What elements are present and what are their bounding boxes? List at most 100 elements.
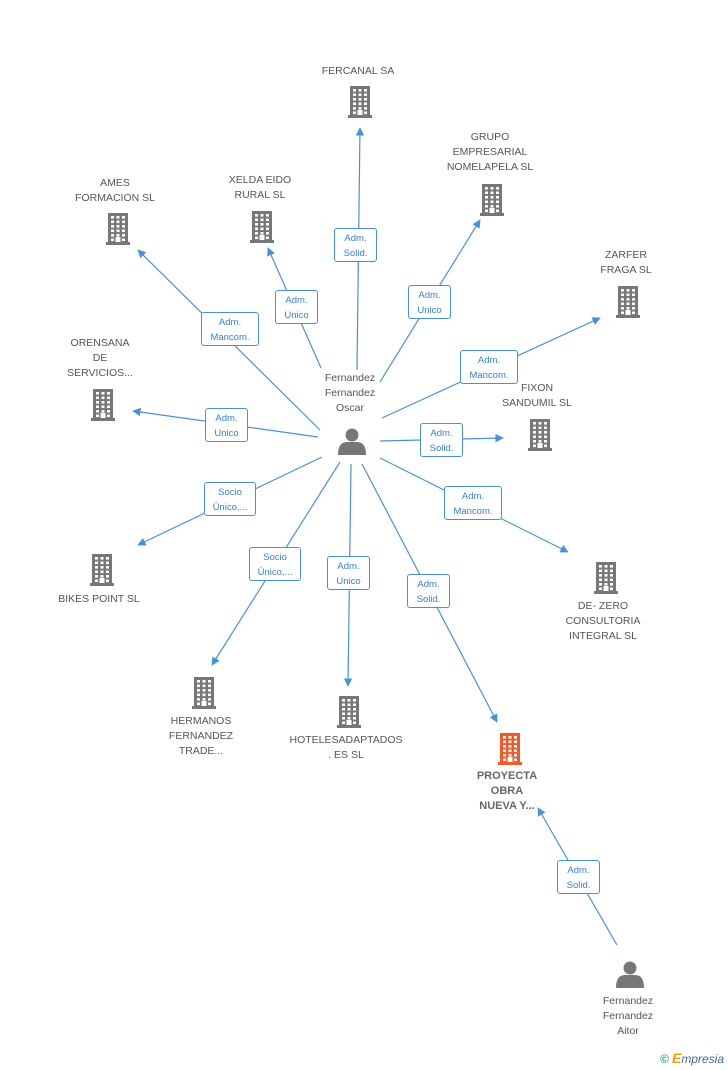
node-label-line: . ES SL (328, 749, 364, 761)
node-label-line: DE- ZERO (577, 600, 629, 612)
edge-label-line: Socio (218, 487, 242, 498)
edge-label-line: Único,... (257, 567, 293, 578)
edge-label-line: Adm. (430, 428, 453, 439)
edge-label-line: Unico (214, 428, 239, 439)
node-label-line: EMPRESARIAL (452, 146, 528, 158)
node-label-line: NOMELAPELA SL (446, 161, 534, 173)
node-label-line: DE (92, 352, 108, 364)
edge-label-oscar-zarfer[interactable]: Adm. Mancom. (460, 350, 518, 384)
edge-label-line: Solid. (566, 880, 591, 891)
node-label-line: FERCANAL SA (321, 65, 395, 77)
node-label-line: SANDUMIL SL (502, 397, 572, 409)
edge-label-oscar-orensana[interactable]: Adm.Unico (205, 408, 248, 442)
node-label-hermanos[interactable]: HERMANOS FERNANDEZ TRADE... (136, 714, 266, 759)
company-icon[interactable] (594, 562, 618, 594)
node-label-line: FRAGA SL (600, 264, 652, 276)
company-icon[interactable] (348, 86, 372, 118)
company-icon[interactable] (528, 419, 552, 451)
node-label-line: Oscar (335, 402, 364, 414)
node-label-line: CONSULTORIA (565, 615, 641, 627)
edge-label-oscar-fercanal[interactable]: Adm. Solid. (334, 228, 377, 262)
node-label-line: FERNANDEZ (168, 730, 234, 742)
copyright-symbol: © (660, 1052, 669, 1066)
node-label-line: INTEGRAL SL (569, 630, 637, 642)
node-label-line: HERMANOS (170, 715, 232, 727)
edge-label-line: Adm. (344, 233, 367, 244)
edge-label-line: Adm. (218, 317, 242, 328)
node-label-line: AMES (100, 177, 130, 189)
edge-label-aitor-proyecta[interactable]: Adm. Solid. (557, 860, 600, 894)
company-icon[interactable] (91, 389, 115, 421)
node-label-line: OBRA (490, 785, 524, 797)
empresia-watermark: ©Empresia (660, 1050, 724, 1066)
highlighted-company-icon[interactable] (498, 733, 522, 765)
node-label-proyecta[interactable]: PROYECTA OBRA NUEVA Y... (442, 769, 572, 814)
node-label-zarfer[interactable]: ZARFER FRAGA SL (561, 248, 691, 278)
edge-label-line: Unico (284, 310, 309, 321)
edge-label-line: Socio (263, 552, 287, 563)
edge-label-oscar-dezero[interactable]: Adm. Mancom. (444, 486, 502, 520)
edge-label-oscar-xelda[interactable]: Adm. Unico (275, 290, 318, 324)
node-label-fixon[interactable]: FIXON SANDUMIL SL (472, 381, 602, 411)
edge-label-line: Unico (417, 305, 442, 316)
node-label-line: HOTELESADAPTADOS (289, 734, 403, 746)
node-label-line: BIKES POINT SL (58, 593, 140, 605)
node-label-bikes[interactable]: BIKES POINT SL (34, 592, 164, 607)
node-label-line: FIXON (520, 382, 554, 394)
node-label-xelda[interactable]: XELDA EIDO RURAL SL (195, 173, 325, 203)
edge-label-oscar-fixon[interactable]: Adm. Solid. (420, 423, 463, 457)
node-label-line: Aitor (617, 1025, 639, 1037)
node-label-hoteles[interactable]: HOTELESADAPTADOS . ES SL (281, 733, 411, 763)
company-icon[interactable] (192, 677, 216, 709)
node-label-dezero[interactable]: DE- ZERO CONSULTORIA INTEGRAL SL (538, 599, 668, 644)
node-label-line: GRUPO (470, 131, 510, 143)
node-label-line: XELDA EIDO (228, 174, 292, 186)
edge-label-line: Mancom. (453, 506, 493, 517)
brand-e: E (671, 1050, 682, 1066)
edge-label-oscar-proyecta[interactable]: Adm. Solid. (407, 574, 450, 608)
edge-label-line: Solid. (429, 443, 454, 454)
edge-label-line: Mancom. (469, 370, 509, 381)
person-icon[interactable] (338, 428, 366, 456)
node-label-fercanal[interactable]: FERCANAL SA (293, 64, 423, 79)
company-icon[interactable] (250, 211, 274, 243)
node-label-line: ORENSANA (70, 337, 130, 349)
node-label-line: NUEVA Y... (479, 800, 535, 812)
edge-label-line: Mancom. (210, 332, 250, 343)
node-label-line: Fernandez (324, 387, 376, 399)
company-icon[interactable] (480, 184, 504, 216)
node-label-line: PROYECTA (476, 770, 538, 782)
node-label-line: TRADE... (178, 745, 224, 757)
edge-label-oscar-grupo[interactable]: Adm. Unico (408, 285, 451, 319)
company-icon[interactable] (106, 213, 130, 245)
edge-label-line: Adm. (337, 561, 360, 572)
company-icon[interactable] (337, 696, 361, 728)
person-icon[interactable] (616, 961, 644, 989)
edge-label-line: Adm. (285, 295, 308, 306)
node-label-line: RURAL SL (234, 189, 286, 201)
company-icon[interactable] (616, 286, 640, 318)
edge-label-line: Solid. (416, 594, 441, 605)
node-label-grupo[interactable]: GRUPO EMPRESARIAL NOMELAPELA SL (425, 130, 555, 175)
edge-label-line: Adm. (418, 290, 441, 301)
edge-label-oscar-ames[interactable]: Adm. Mancom. (201, 312, 259, 346)
edge-label-line: Adm. (567, 865, 590, 876)
edge-label-line: Solid. (343, 248, 368, 259)
edge-label-oscar-hoteles[interactable]: Adm.Unico (327, 556, 370, 590)
node-label-line: Fernandez (602, 995, 654, 1007)
edge-label-line: Adm. (461, 491, 485, 502)
node-label-line: ZARFER (605, 249, 647, 261)
node-label-line: Fernandez (602, 1010, 654, 1022)
icons-layer (90, 86, 644, 988)
edge-label-line: Adm. (477, 355, 501, 366)
edge-label-line: Único,... (212, 502, 248, 513)
company-icon[interactable] (90, 554, 114, 586)
edge-label-line: Adm. (417, 579, 440, 590)
